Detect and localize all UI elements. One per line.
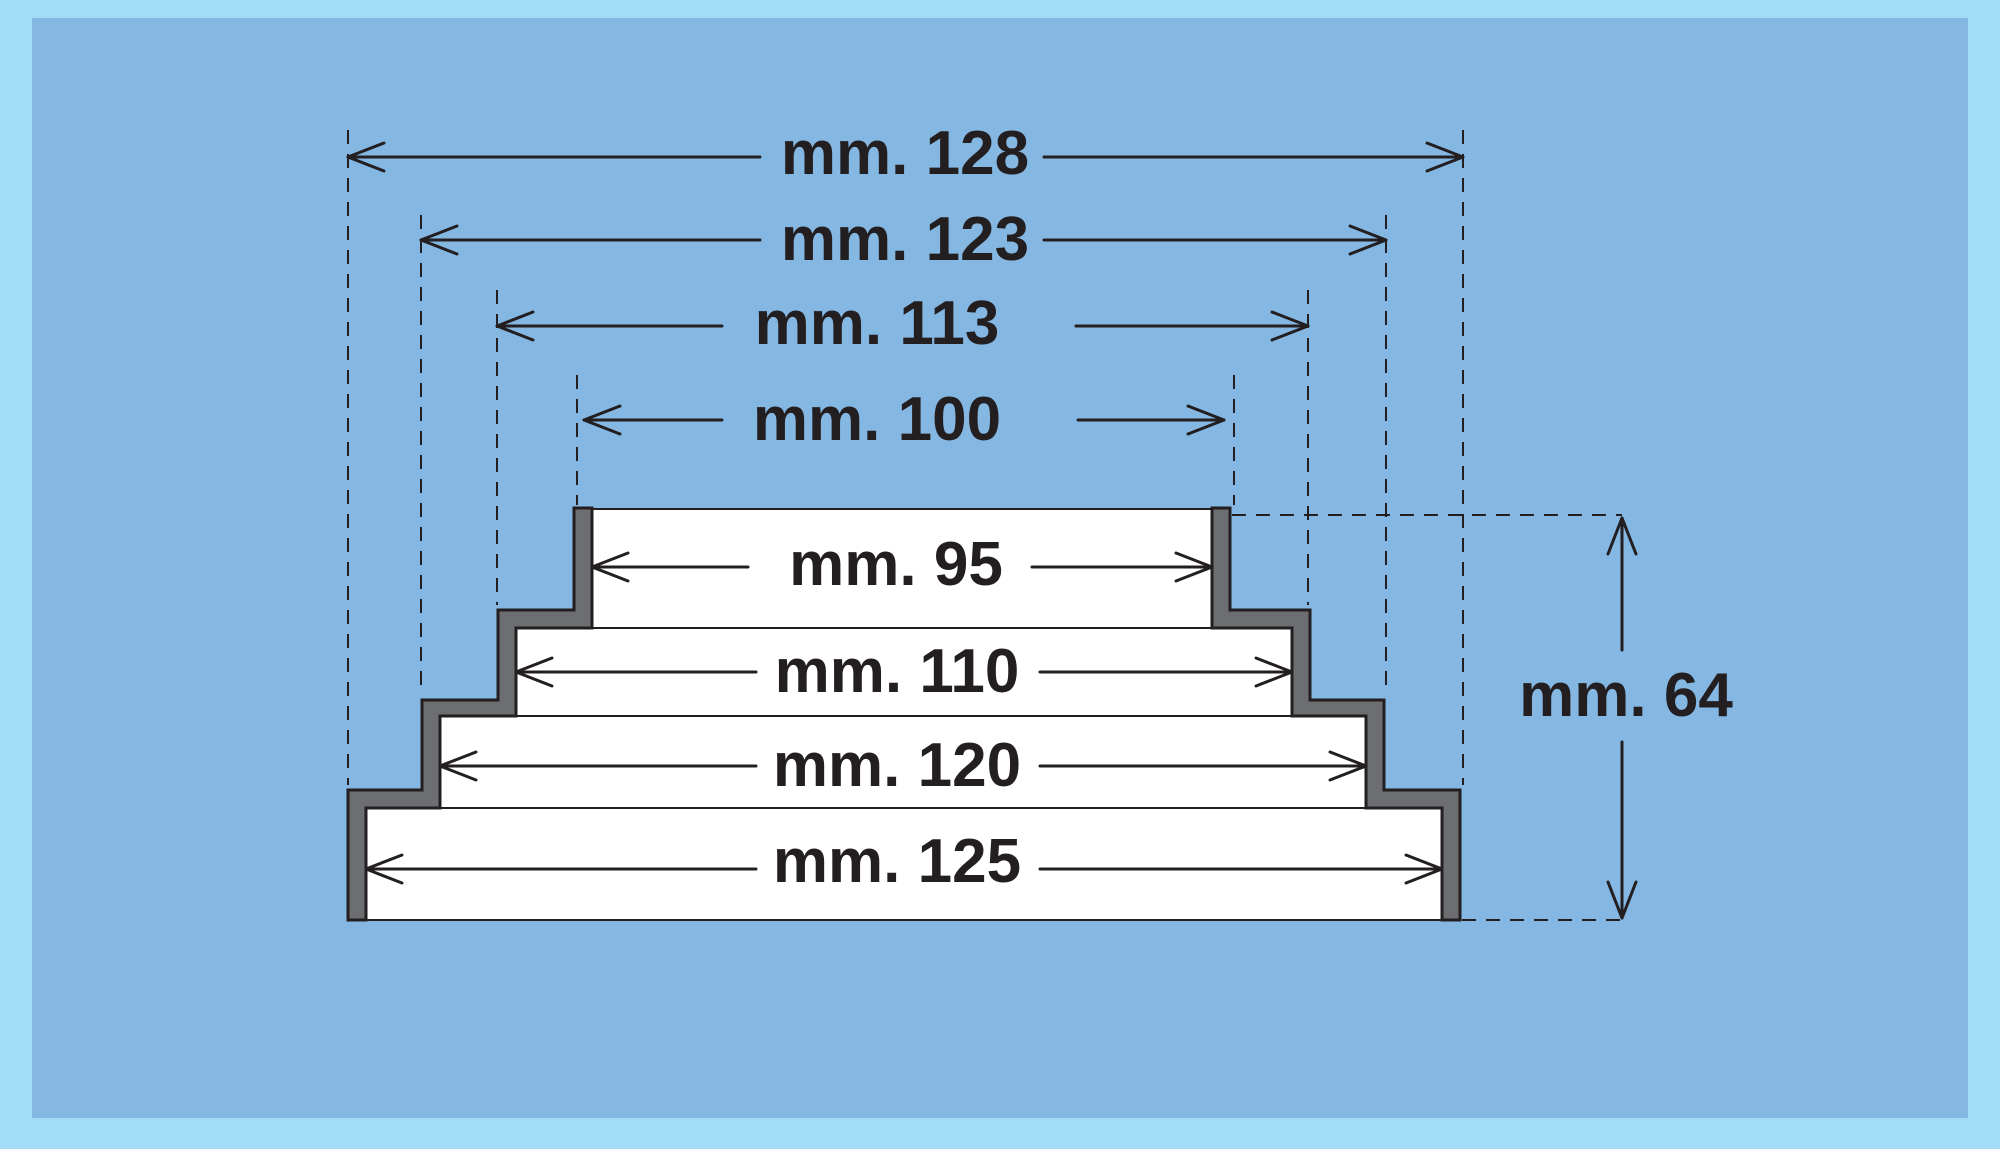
dim-label-95: mm. 95 — [789, 530, 1003, 599]
dim-label-height-64: mm. 64 — [1519, 661, 1733, 730]
dimension-lines — [346, 141, 1638, 920]
step-band-120 — [440, 716, 1366, 808]
dim-label-125: mm. 125 — [773, 827, 1021, 896]
dim-label-100: mm. 100 — [753, 385, 1001, 454]
dimension-labels: mm. 128 mm. 123 mm. 113 mm. 100 mm. 95 m… — [753, 119, 1733, 896]
dim-label-110: mm. 110 — [775, 637, 1020, 706]
left-wall — [346, 506, 594, 922]
step-band-125 — [366, 808, 1442, 920]
right-wall — [1210, 506, 1462, 922]
dim-label-123: mm. 123 — [781, 205, 1029, 274]
dim-label-128: mm. 128 — [781, 119, 1029, 188]
dim-label-113: mm. 113 — [755, 289, 1000, 358]
stepped-profile — [346, 506, 1462, 922]
extension-lines — [347, 130, 1622, 921]
dim-label-120: mm. 120 — [773, 731, 1021, 800]
